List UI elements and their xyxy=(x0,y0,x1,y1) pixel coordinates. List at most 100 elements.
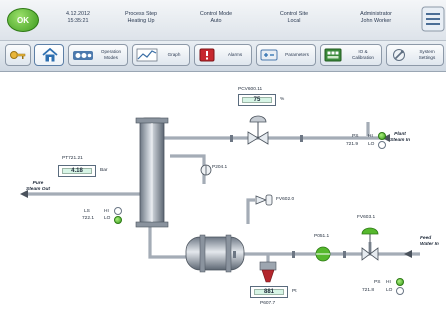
pipes xyxy=(28,122,420,282)
flow-arrows xyxy=(20,134,412,258)
ls-lo-label: LO xyxy=(104,216,111,221)
process-step-value: Heating Up xyxy=(127,18,155,24)
ps-top-hi-lamp xyxy=(378,132,386,140)
ps-bottom-tag: PS xyxy=(374,280,381,285)
pt-value-box[interactable]: 4.18 xyxy=(58,165,96,177)
graph-button[interactable]: Graph xyxy=(132,44,190,66)
user-info[interactable]: Administrator John Worker xyxy=(348,11,404,25)
pcv-tag: PCV600.11 xyxy=(238,87,263,92)
parameters-label: Parameters xyxy=(285,52,309,57)
menu-icon[interactable] xyxy=(421,6,445,32)
system-status-badge[interactable]: OK xyxy=(7,8,39,32)
ls-hi-label: HI xyxy=(104,209,109,214)
flanges xyxy=(230,135,346,258)
key-button[interactable] xyxy=(5,44,31,66)
feed-water-in-line1: Feed xyxy=(420,236,432,241)
pt-tag: PT721.21 xyxy=(62,156,83,161)
pump-value: 881 xyxy=(254,289,284,295)
status-header: OK 4.12.2012 15:35:21 Process Step Heati… xyxy=(0,0,446,41)
control-site-label: Control Site xyxy=(279,11,309,17)
navigation-toolbar: Operation Modes Graph Alarms xyxy=(0,41,446,72)
date-text: 4.12.2012 xyxy=(66,11,90,17)
home-icon xyxy=(42,48,58,62)
ps-bottom-hi-label: HI xyxy=(386,280,391,285)
fv602-tag: FV602.0 xyxy=(276,197,295,202)
p051-flow-element[interactable] xyxy=(315,246,331,262)
operation-modes-label-line2: Modes xyxy=(104,54,118,60)
graph-icon xyxy=(136,48,158,62)
io-calibration-button[interactable]: IO & Calibration xyxy=(320,44,382,66)
control-site: Control Site Local xyxy=(268,11,320,25)
fv603-tag: FV603.1 xyxy=(357,215,376,220)
ls-lo-lamp xyxy=(114,216,122,224)
alarms-button[interactable]: Alarms xyxy=(194,44,252,66)
date-time: 4.12.2012 15:35:21 xyxy=(58,11,98,25)
graph-label: Graph xyxy=(167,52,181,57)
system-settings-label-line2: Settings xyxy=(418,54,436,60)
pcv-value: 75 xyxy=(242,97,272,103)
pure-steam-out-line2: Steam Out xyxy=(26,187,50,192)
system-settings-label-line1: System xyxy=(419,49,435,54)
ps-bottom-number: 721.8 xyxy=(362,288,375,293)
io-calibration-icon xyxy=(324,48,342,62)
plant-steam-in-label: Plant Steam In xyxy=(390,132,410,144)
alarms-label: Alarms xyxy=(227,52,243,57)
pump-value-box[interactable]: 881 xyxy=(250,286,288,298)
plant-steam-in-line2: Steam In xyxy=(390,138,410,143)
pcv-control-valve[interactable] xyxy=(247,115,269,145)
io-calibration-label: IO & Calibration xyxy=(345,49,381,60)
parameters-button[interactable]: Parameters xyxy=(256,44,316,66)
home-button[interactable] xyxy=(34,44,64,66)
fv603-control-valve[interactable] xyxy=(361,227,379,261)
pure-steam-out-label: Pure Steam Out xyxy=(26,181,50,193)
ls-tag-number: 722.1 xyxy=(82,216,95,221)
ls-tag: LS xyxy=(84,209,90,214)
io-calibration-label-line1: IO & xyxy=(358,49,368,54)
control-mode-label: Control Mode xyxy=(199,11,233,17)
control-site-value: Local xyxy=(287,18,301,24)
ps-bottom-lo-label: LO xyxy=(386,288,393,293)
ps-top-hi-label: HI xyxy=(368,134,373,139)
process-diagram: PCV600.11 75 % PT721.21 4.18 Bar Pure St… xyxy=(0,72,446,330)
p204-tag: P204.1 xyxy=(212,165,228,170)
ps-top-lo-label: LO xyxy=(368,142,375,147)
control-mode: Control Mode Auto xyxy=(190,11,242,25)
ps-bottom-hi-lamp xyxy=(396,278,404,286)
separator-tank xyxy=(185,234,245,273)
key-icon xyxy=(10,51,26,59)
time-text: 15:35:21 xyxy=(67,18,89,24)
pure-steam-out-line1: Pure xyxy=(32,181,44,186)
process-step: Process Step Heating Up xyxy=(112,11,170,25)
ps-bottom-lo-lamp xyxy=(396,287,404,295)
fv602-valve[interactable] xyxy=(255,194,273,206)
plant-steam-in-line1: Plant xyxy=(394,132,406,137)
pcv-unit: % xyxy=(280,97,285,102)
pt-value: 4.18 xyxy=(62,168,92,174)
operation-modes-button[interactable]: Operation Modes xyxy=(68,44,128,66)
piping-drawing xyxy=(20,115,420,283)
user-name: John Worker xyxy=(360,18,392,24)
feed-water-in-line2: Water In xyxy=(420,242,439,247)
p051-tag: P051.1 xyxy=(314,234,330,239)
pcv-value-box[interactable]: 75 xyxy=(238,94,276,106)
ps-top-lo-lamp xyxy=(378,141,386,149)
pump-unit: Pt xyxy=(292,289,297,294)
process-step-label: Process Step xyxy=(124,11,158,17)
p204-element[interactable] xyxy=(200,164,212,176)
feed-pump[interactable] xyxy=(259,261,277,283)
operation-modes-label: Operation Modes xyxy=(95,49,127,60)
evaporator-column xyxy=(135,117,169,228)
alarm-icon xyxy=(199,48,215,62)
system-settings-label: System Settings xyxy=(411,49,443,60)
pump-tag: P607.7 xyxy=(260,301,276,306)
control-mode-value: Auto xyxy=(210,18,222,24)
io-calibration-label-line2: Calibration xyxy=(352,54,374,60)
ps-top-number: 721.9 xyxy=(346,142,359,147)
ps-top-tag: PS xyxy=(352,134,359,139)
operation-modes-icon xyxy=(73,51,93,60)
parameters-icon xyxy=(260,49,278,61)
system-settings-button[interactable]: System Settings xyxy=(386,44,444,66)
operation-modes-label-line1: Operation xyxy=(100,49,122,54)
settings-icon xyxy=(393,49,405,61)
